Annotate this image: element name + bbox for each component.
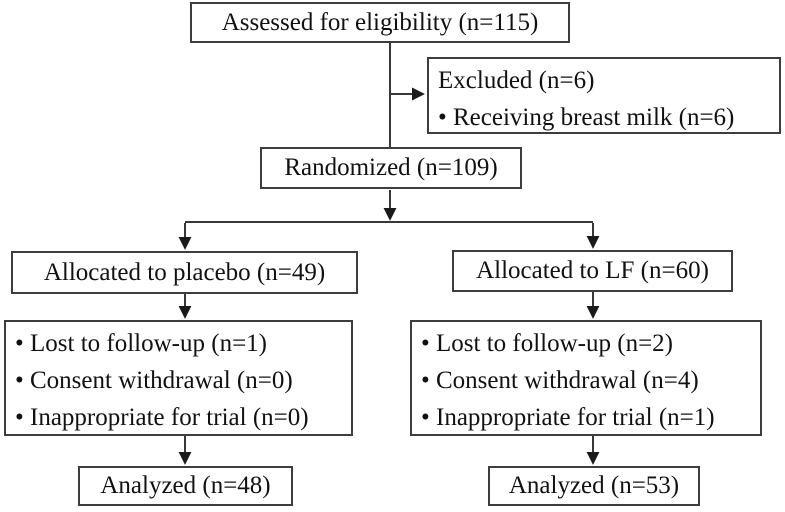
analyzed-lf-label: Analyzed (n=53) <box>508 472 680 499</box>
assessed-eligibility-box: Assessed for eligibility (n=115) <box>190 2 570 43</box>
analyzed-placebo-label: Analyzed (n=48) <box>100 472 271 499</box>
excluded-reason-item: • Receiving breast milk (n=6) <box>438 104 735 131</box>
assessed-eligibility-label: Assessed for eligibility (n=115) <box>221 8 539 36</box>
followup-lf-item: • Inappropriate for trial (n=1) <box>421 404 715 431</box>
randomized-label: Randomized (n=109) <box>284 154 498 181</box>
allocated-lf-label: Allocated to LF (n=60) <box>476 257 709 284</box>
followup-lf-item: • Consent withdrawal (n=4) <box>421 367 699 394</box>
followup-lf-item: • Lost to follow-up (n=2) <box>421 330 673 357</box>
allocated-placebo-box: Allocated to placebo (n=49) <box>11 251 358 294</box>
followup-placebo-item: • Inappropriate for trial (n=0) <box>15 404 309 431</box>
allocated-lf-box: Allocated to LF (n=60) <box>452 250 733 292</box>
randomized-box: Randomized (n=109) <box>260 147 522 189</box>
analyzed-placebo-box: Analyzed (n=48) <box>78 466 293 506</box>
allocated-placebo-label: Allocated to placebo (n=49) <box>43 258 326 286</box>
followup-placebo-box: • Lost to follow-up (n=1) • Consent with… <box>4 320 353 436</box>
followup-placebo-item: • Consent withdrawal (n=0) <box>15 367 293 394</box>
analyzed-lf-box: Analyzed (n=53) <box>488 466 700 506</box>
followup-placebo-item: • Lost to follow-up (n=1) <box>15 330 267 357</box>
excluded-box: Excluded (n=6) • Receiving breast milk (… <box>427 57 781 134</box>
excluded-title: Excluded (n=6) <box>438 67 595 94</box>
followup-lf-box: • Lost to follow-up (n=2) • Consent with… <box>410 320 762 436</box>
